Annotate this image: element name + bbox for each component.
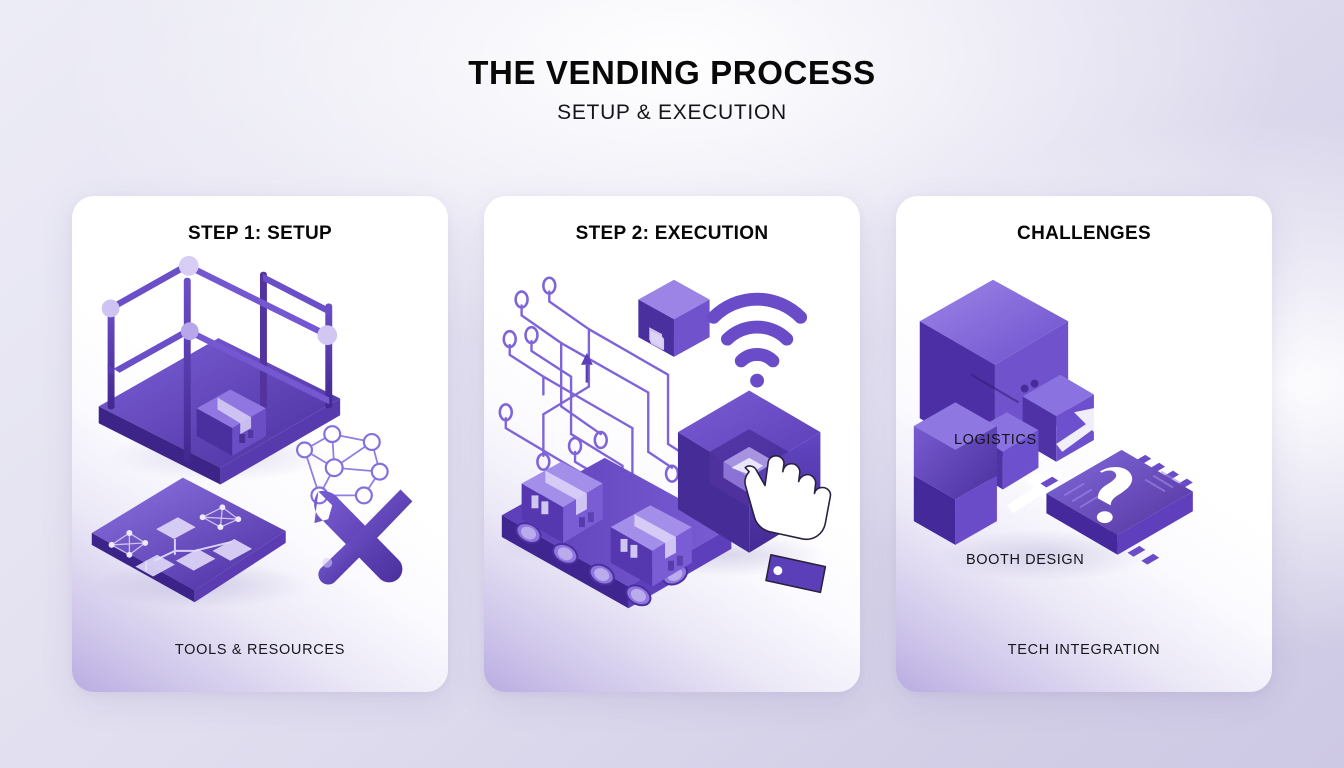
card-setup[interactable]: STEP 1: SETUP [72,196,448,692]
tablet-flowchart-icon [91,477,286,603]
card-setup-footer: TOOLS & RESOURCES [174,642,346,658]
label-booth-design: BOOTH DESIGN [966,552,1085,568]
circuit-arrow-icon [580,352,593,365]
booth-frame-icon [98,256,341,485]
label-logistics: LOGISTICS [954,432,1037,448]
cube-icon [638,279,710,357]
card-row: STEP 1: SETUP [72,196,1272,692]
card-setup-illustration [72,256,448,626]
card-challenges-illustration [896,256,1272,626]
card-setup-title: STEP 1: SETUP [188,223,332,244]
card-execution[interactable]: STEP 2: EXECUTION [484,196,860,692]
conveyor-box-2 [610,505,692,587]
card-challenges-title: CHALLENGES [1017,223,1151,244]
page-subtitle: SETUP & EXECUTION [557,101,787,124]
card-execution-title: STEP 2: EXECUTION [575,223,769,244]
card-challenges-footer: TECH INTEGRATION [1007,642,1161,658]
cardboard-box-icon [196,389,266,456]
hexagon-icon [913,402,997,545]
page-header: THE VENDING PROCESS SETUP & EXECUTION [0,54,1344,125]
card-challenges[interactable]: CHALLENGES [896,196,1272,692]
wifi-signal-icon [707,292,808,388]
card-execution-illustration [484,256,860,626]
wrench-screwdriver-icon [314,489,413,585]
conveyor-box-1 [521,461,603,543]
conveyor-belt-icon [501,457,732,609]
page-title: THE VENDING PROCESS [468,54,876,91]
chip-question-icon [1040,449,1193,565]
hand-cursor-icon [744,455,832,594]
